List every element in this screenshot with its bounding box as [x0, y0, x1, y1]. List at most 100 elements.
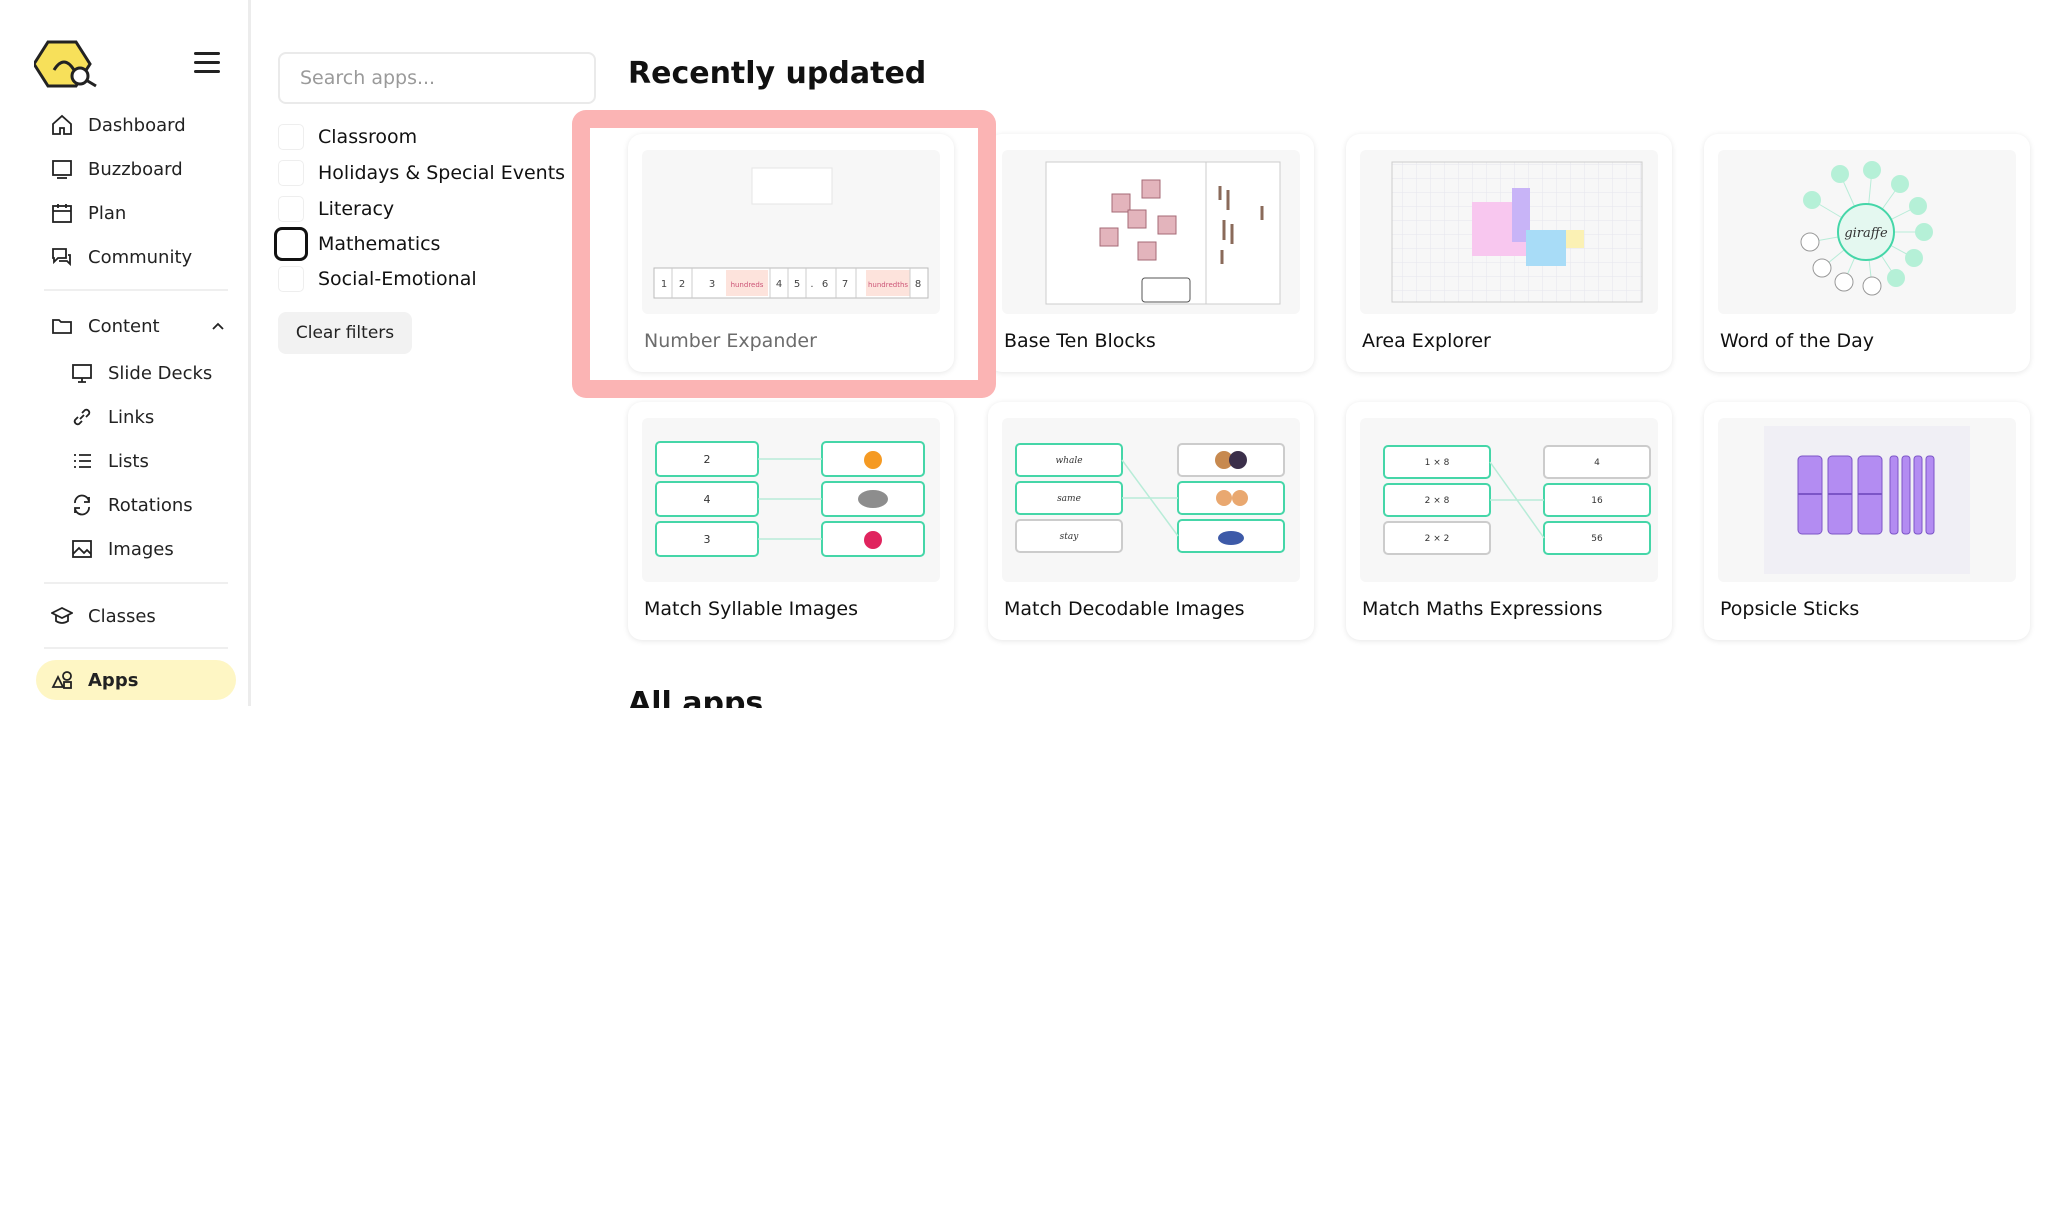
nav-label: Lists	[108, 450, 149, 472]
chevron-up-icon[interactable]	[210, 318, 226, 334]
filter-checkbox[interactable]	[274, 227, 308, 261]
app-card-match-decodable-images[interactable]: whale same stay Match Decodable Images	[988, 402, 1314, 640]
nav-plan[interactable]: Plan	[36, 193, 236, 233]
folder-icon	[50, 314, 74, 338]
search-input[interactable]	[278, 52, 596, 104]
filter-mathematics[interactable]: Mathematics	[274, 227, 441, 261]
image-icon	[70, 537, 94, 561]
nav-community[interactable]: Community	[36, 237, 236, 277]
app-thumbnail: 1 2 3 hundreds 4 5 . 6 7 hundredths 8	[642, 150, 940, 314]
syllable-count: 2	[704, 453, 711, 466]
nav-content[interactable]: Content	[36, 306, 236, 346]
calendar-icon	[50, 201, 74, 225]
digit: 4	[776, 279, 782, 290]
rotation-icon	[70, 493, 94, 517]
nav-label: Slide Decks	[108, 362, 213, 384]
nav-label: Content	[88, 315, 160, 337]
app-card-title: Number Expander	[644, 330, 817, 352]
app-card-area-explorer[interactable]: Area Explorer	[1346, 134, 1672, 372]
filter-label: Classroom	[318, 126, 418, 148]
nav-rotations[interactable]: Rotations	[58, 485, 238, 525]
graduation-cap-icon	[50, 604, 74, 628]
chat-icon	[50, 245, 74, 269]
divider	[44, 647, 228, 649]
filter-checkbox[interactable]	[278, 160, 304, 186]
app-card-match-syllable-images[interactable]: 2 4 3 Match Syllable Images	[628, 402, 954, 640]
maths-answer: 56	[1591, 534, 1603, 544]
filter-classroom[interactable]: Classroom	[278, 122, 417, 152]
decodable-word: stay	[1060, 532, 1080, 542]
filter-label: Literacy	[318, 198, 395, 220]
app-card-title: Popsicle Sticks	[1720, 598, 1860, 620]
app-card-title: Match Decodable Images	[1004, 598, 1245, 620]
home-icon	[50, 113, 74, 137]
nav-label: Dashboard	[88, 114, 186, 136]
app-card-title: Area Explorer	[1362, 330, 1491, 352]
app-thumbnail	[1002, 150, 1300, 314]
filter-checkbox[interactable]	[278, 266, 304, 292]
filter-checkbox[interactable]	[278, 124, 304, 150]
filter-label: Social-Emotional	[318, 268, 477, 290]
recently-updated-title: Recently updated	[628, 56, 927, 91]
maths-expression: 1 × 8	[1425, 458, 1450, 468]
nav-label: Classes	[88, 605, 156, 627]
decodable-word: whale	[1055, 456, 1082, 466]
nav-label: Links	[108, 406, 155, 428]
nav-links[interactable]: Links	[58, 397, 238, 437]
nav-label: Plan	[88, 202, 127, 224]
filter-checkbox[interactable]	[278, 196, 304, 222]
place-label: hundreds	[731, 281, 764, 289]
link-icon	[70, 405, 94, 429]
digit: 2	[679, 279, 685, 290]
nav-dashboard[interactable]: Dashboard	[36, 105, 236, 145]
sidebar: Dashboard Buzzboard Plan Community Conte…	[0, 0, 251, 706]
digit: 3	[709, 279, 715, 290]
nav-buzzboard[interactable]: Buzzboard	[36, 149, 236, 189]
bee-logo-icon[interactable]	[34, 40, 100, 88]
maths-answer: 16	[1591, 496, 1603, 506]
nav-apps[interactable]: Apps	[36, 660, 236, 700]
board-icon	[50, 157, 74, 181]
divider	[44, 289, 228, 291]
app-card-match-maths-expressions[interactable]: 1 × 8 2 × 8 2 × 2 4 16 56 Match Maths Ex…	[1346, 402, 1672, 640]
nav-label: Rotations	[108, 494, 193, 516]
maths-expression: 2 × 8	[1425, 496, 1450, 506]
filter-social-emotional[interactable]: Social-Emotional	[278, 264, 477, 294]
digit: 8	[915, 279, 921, 290]
list-icon	[70, 449, 94, 473]
filter-literacy[interactable]: Literacy	[278, 194, 394, 224]
digit: 6	[822, 279, 828, 290]
app-card-number-expander[interactable]: 1 2 3 hundreds 4 5 . 6 7 hundredths 8 Nu…	[628, 134, 954, 372]
app-card-title: Match Maths Expressions	[1362, 598, 1603, 620]
digit: .	[810, 279, 813, 290]
menu-toggle-icon[interactable]	[194, 52, 220, 74]
app-card-title: Base Ten Blocks	[1004, 330, 1156, 352]
apps-icon	[50, 668, 74, 692]
place-label: hundredths	[868, 281, 908, 289]
digit: 7	[842, 279, 848, 290]
nav-slide-decks[interactable]: Slide Decks	[58, 353, 238, 393]
app-thumbnail: 2 4 3	[642, 418, 940, 582]
word-text: giraffe	[1844, 226, 1888, 241]
filter-label: Holidays & Special Events	[318, 162, 566, 184]
decodable-word: same	[1057, 494, 1081, 504]
nav-classes[interactable]: Classes	[36, 596, 236, 636]
filter-holidays[interactable]: Holidays & Special Events	[278, 158, 565, 188]
syllable-count: 4	[704, 493, 711, 506]
app-card-word-of-the-day[interactable]: giraffe Word of the Day	[1704, 134, 2030, 372]
nav-label: Images	[108, 538, 174, 560]
filter-label: Mathematics	[318, 233, 441, 255]
nav-images[interactable]: Images	[58, 529, 238, 569]
app-thumbnail: giraffe	[1718, 150, 2016, 314]
app-thumbnail	[1718, 418, 2016, 582]
nav-lists[interactable]: Lists	[58, 441, 238, 481]
app-card-base-ten-blocks[interactable]: Base Ten Blocks	[988, 134, 1314, 372]
maths-expression: 2 × 2	[1425, 534, 1450, 544]
clear-filters-button[interactable]: Clear filters	[278, 312, 412, 354]
app-card-title: Word of the Day	[1720, 330, 1874, 352]
app-thumbnail: whale same stay	[1002, 418, 1300, 582]
divider	[44, 582, 228, 584]
app-thumbnail: 1 × 8 2 × 8 2 × 2 4 16 56	[1360, 418, 1658, 582]
nav-label: Apps	[88, 669, 139, 691]
app-card-popsicle-sticks[interactable]: Popsicle Sticks	[1704, 402, 2030, 640]
